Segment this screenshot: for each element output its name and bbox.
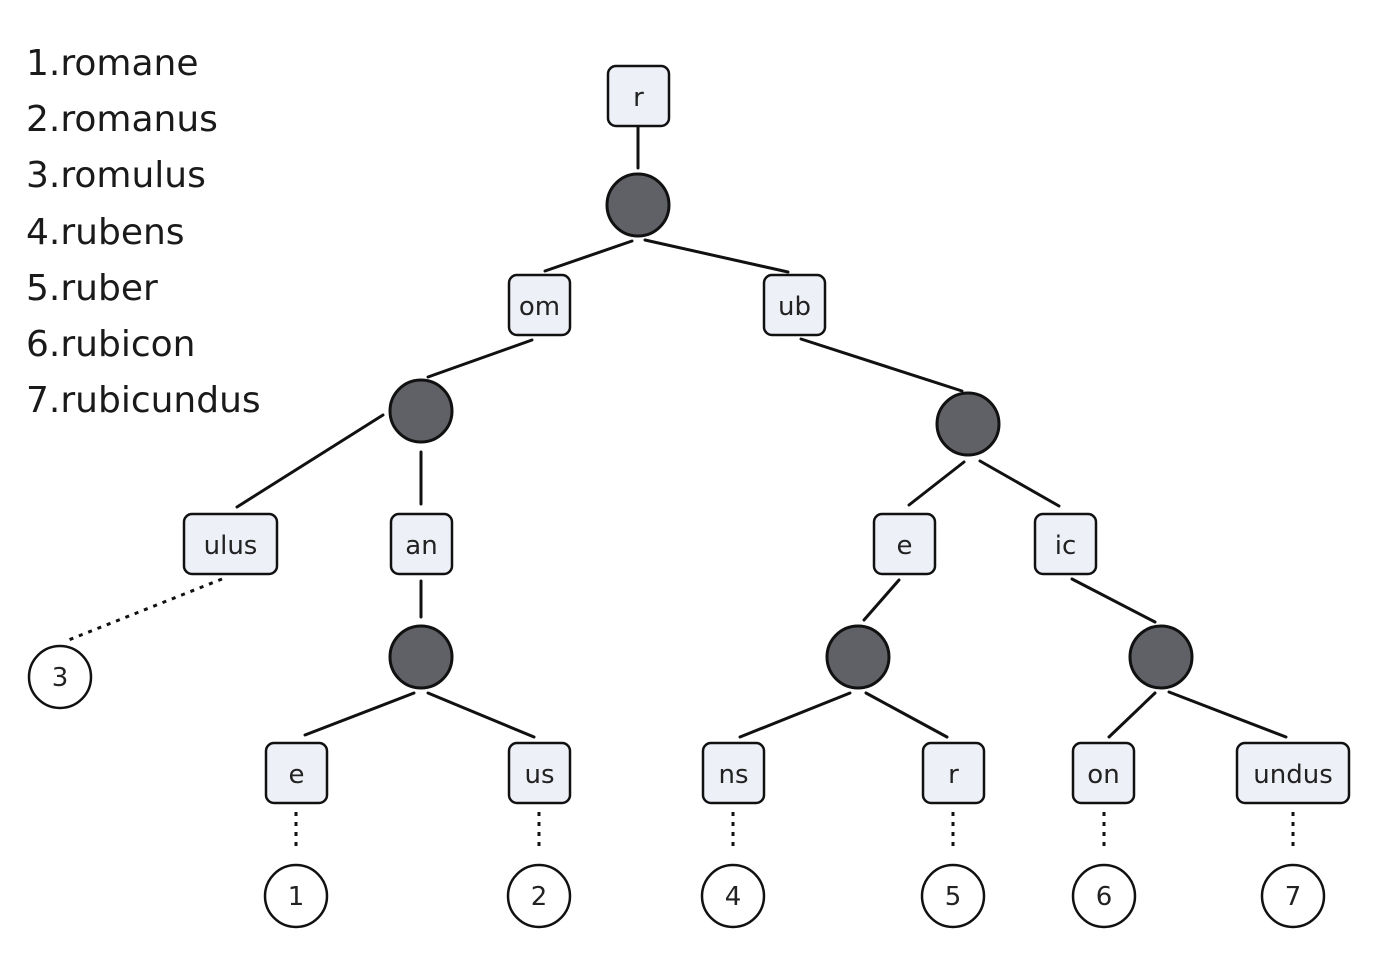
label-text: ub	[778, 292, 811, 322]
trie-internal-nodes	[388, 172, 1194, 690]
label-text: us	[524, 760, 554, 790]
edge-ic-node	[1070, 577, 1157, 624]
word-list-item: 5.ruber	[26, 267, 158, 309]
label-text: om	[519, 292, 560, 322]
edge-node-ic	[978, 459, 1061, 508]
label-text: e	[289, 760, 305, 790]
leaf-number: 7	[1285, 882, 1302, 912]
label-box-ulus: ulus	[182, 512, 279, 576]
leaf-number: 3	[52, 663, 69, 693]
edge-node-r-final	[864, 691, 949, 739]
internal-node-e	[825, 624, 891, 690]
internal-node-an	[388, 624, 454, 690]
leaf-number: 2	[531, 882, 548, 912]
internal-node-om	[388, 378, 454, 444]
label-box-us: us	[507, 741, 572, 805]
edge-node-us	[426, 691, 536, 739]
leaf-node-3: 3	[27, 644, 93, 710]
edge-root-ub	[643, 238, 790, 274]
leaf-node-1: 1	[263, 863, 329, 929]
label-text: ic	[1055, 531, 1077, 561]
trie-edges	[235, 124, 1288, 739]
internal-node-root	[605, 172, 671, 238]
label-box-on: on	[1071, 741, 1136, 805]
leaf-node-6: 6	[1071, 863, 1137, 929]
internal-node-ic	[1128, 624, 1194, 690]
trie-leaf-edges	[65, 577, 1295, 852]
internal-node-ub	[935, 391, 1001, 457]
label-box-ic: ic	[1033, 512, 1098, 576]
label-box-ub: ub	[762, 273, 827, 337]
label-text: on	[1087, 760, 1119, 790]
label-box-undus: undus	[1235, 741, 1351, 805]
word-list-item: 3.romulus	[26, 155, 206, 197]
label-box-ns: ns	[701, 741, 766, 805]
edge-node-ns	[738, 691, 852, 739]
edge-node-on	[1107, 691, 1157, 739]
word-list-item: 2.romanus	[26, 99, 218, 141]
leaf-number: 5	[945, 882, 962, 912]
label-box-r-e: r	[921, 741, 986, 805]
edge-node-undus	[1167, 690, 1288, 739]
label-text: undus	[1253, 760, 1333, 790]
leaf-node-4: 4	[700, 863, 766, 929]
word-list-item: 7.rubicundus	[26, 380, 261, 422]
edge-root-om	[543, 239, 634, 273]
leaf-number: 4	[725, 882, 742, 912]
leaf-edge-3	[65, 577, 223, 643]
edge-e-node	[862, 578, 901, 622]
label-text: ulus	[204, 531, 258, 561]
word-list: 1.romane 2.romanus 3.romulus 4.rubens 5.…	[26, 36, 261, 429]
word-list-item: 6.rubicon	[26, 323, 196, 365]
label-box-r: r	[606, 64, 671, 128]
word-list-item: 4.rubens	[26, 211, 185, 253]
label-text: r	[948, 760, 959, 790]
label-box-e-an: e	[264, 741, 329, 805]
edge-node-e-final	[303, 691, 416, 737]
edge-node-e	[907, 460, 966, 507]
label-box-e-ub: e	[872, 512, 937, 576]
leaf-node-2: 2	[506, 863, 572, 929]
trie-label-boxes: r om ub ulus an e ic e	[182, 64, 1351, 805]
edge-om-node	[426, 338, 534, 379]
edge-node-ulus	[235, 413, 385, 509]
label-text: ns	[718, 760, 748, 790]
label-text: an	[405, 531, 437, 561]
label-text: r	[633, 83, 644, 113]
leaf-number: 1	[288, 882, 305, 912]
label-box-an: an	[389, 512, 454, 576]
word-list-item: 1.romane	[26, 43, 199, 84]
leaf-node-7: 7	[1260, 863, 1326, 929]
trie-leaves: 3 1 2 4 5 6 7	[27, 644, 1326, 929]
label-text: e	[897, 531, 913, 561]
edge-ub-node	[799, 337, 964, 393]
leaf-number: 6	[1096, 882, 1113, 912]
leaf-node-5: 5	[920, 863, 986, 929]
label-box-om: om	[507, 273, 572, 337]
